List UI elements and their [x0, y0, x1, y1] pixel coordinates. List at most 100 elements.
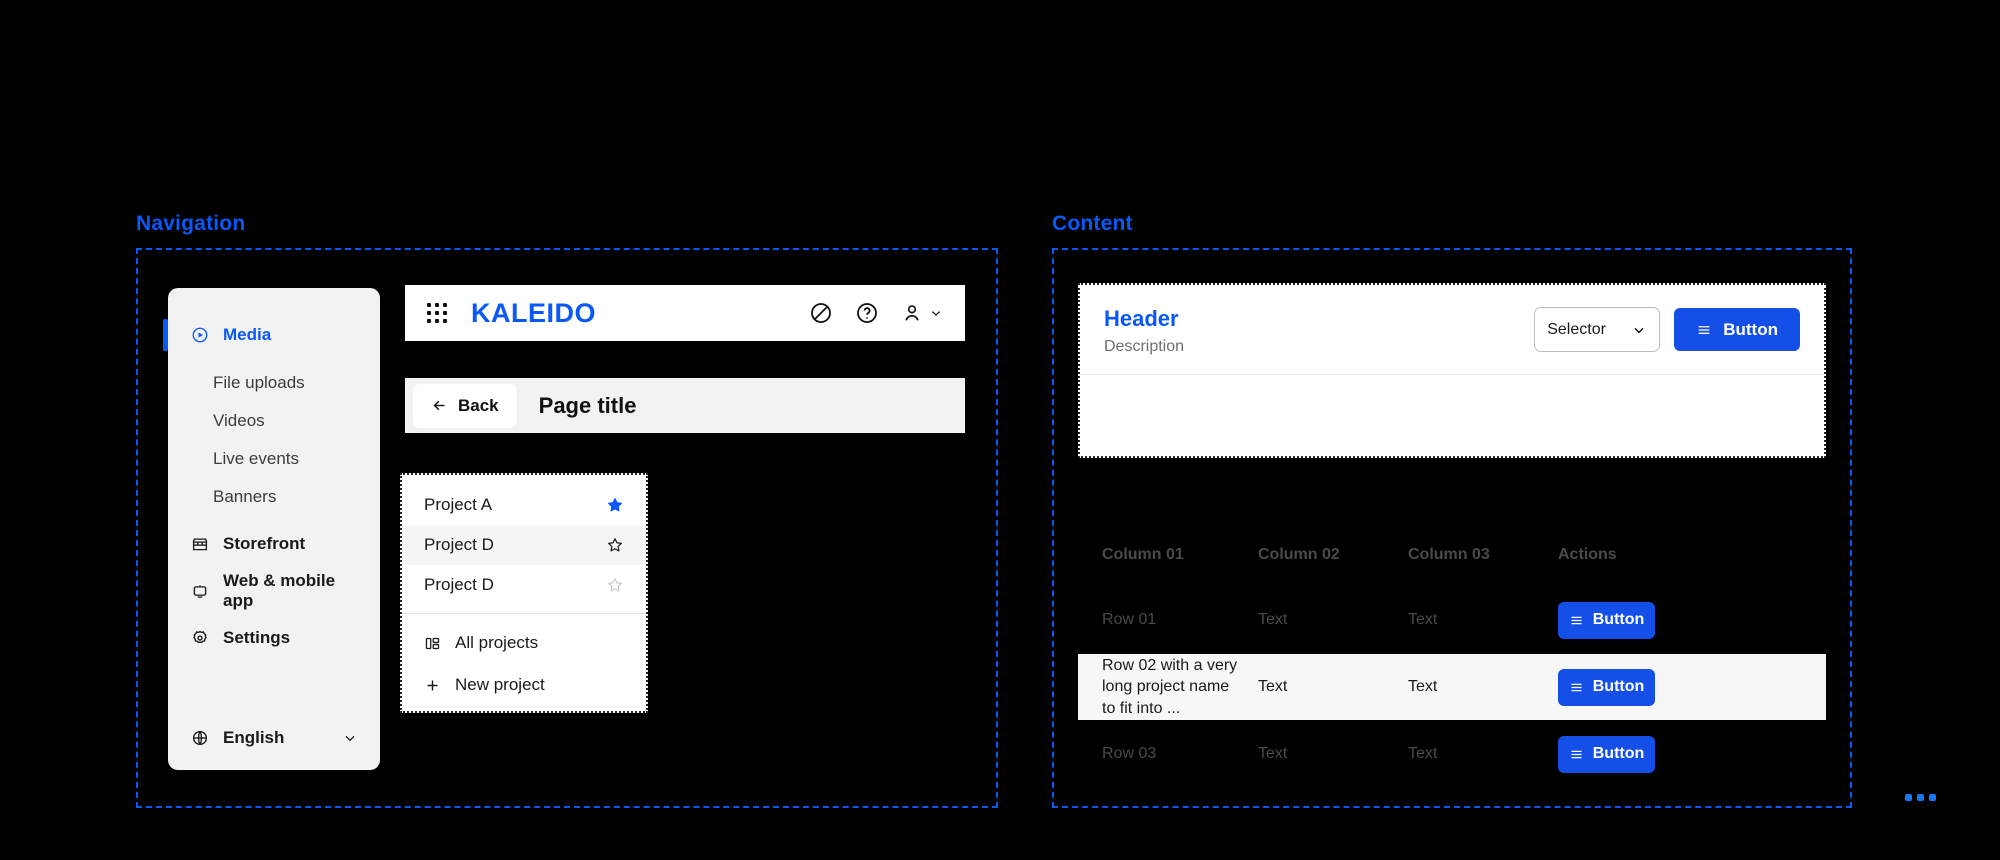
table-row[interactable]: Row 01 Text Text Button [1078, 592, 1826, 648]
arrow-left-icon [431, 397, 448, 414]
primary-button[interactable]: Button [1674, 308, 1800, 351]
row-action-button[interactable]: Button [1558, 601, 1655, 639]
sidebar-item-media[interactable]: Media [163, 316, 380, 354]
sidebar-item-settings[interactable]: Settings [168, 619, 380, 657]
sidebar-item-label: File uploads [213, 373, 305, 392]
row-action-button[interactable]: Button [1558, 735, 1655, 773]
primary-button-label: Button [1723, 319, 1778, 339]
card-body [1080, 375, 1824, 437]
row-action-button[interactable]: Button [1558, 668, 1655, 706]
card-description: Description [1104, 338, 1185, 356]
sidebar-item-label: Media [223, 325, 272, 344]
menu-lines-icon [1569, 680, 1584, 695]
language-selector[interactable]: English [168, 728, 380, 748]
no-entry-icon[interactable] [809, 301, 833, 325]
region-label-navigation: Navigation [136, 212, 246, 235]
page-title: Page title [538, 392, 637, 418]
dropdown-item-project[interactable]: Project D [402, 565, 646, 605]
sidebar-item-label: Banners [213, 487, 277, 506]
row-action-label: Button [1592, 678, 1645, 695]
user-menu[interactable] [901, 302, 943, 324]
cell-actions: Button [1558, 735, 1826, 773]
sidebar-item-storefront[interactable]: Storefront [168, 525, 380, 563]
menu-lines-icon [1569, 613, 1584, 628]
sidebar-item-label: Live events [213, 449, 299, 468]
card-title: Header [1104, 306, 1179, 331]
dropdown-item-new-project[interactable]: New project [402, 664, 646, 706]
more-dots-icon[interactable] [1905, 794, 1936, 801]
sidebar-item-label: Storefront [223, 534, 306, 553]
star-filled-icon[interactable] [606, 496, 624, 514]
chevron-down-icon [1631, 322, 1647, 338]
card-actions: Selector Button [1534, 307, 1800, 352]
card-header-row: Header Description Selector Button [1080, 285, 1824, 376]
region-box-content [1052, 248, 1852, 808]
column-header: Column 03 [1408, 546, 1490, 563]
star-muted-icon[interactable] [606, 576, 624, 594]
row-action-label: Button [1592, 611, 1645, 628]
cell-actions: Button [1558, 668, 1826, 706]
sidebar-item-banners[interactable]: Banners [168, 478, 380, 516]
active-indicator [163, 319, 168, 351]
content-header-card: Header Description Selector Button [1078, 283, 1826, 458]
dropdown-item-project[interactable]: Project A [402, 485, 646, 525]
sidebar: Media File uploads Videos Live events Ba… [163, 288, 380, 770]
region-label-content: Content [1052, 212, 1133, 235]
column-header: Column 02 [1258, 546, 1340, 563]
sidebar-item-file-uploads[interactable]: File uploads [168, 364, 380, 402]
selector-value: Selector [1547, 320, 1606, 338]
sidebar-item-videos[interactable]: Videos [168, 402, 380, 440]
project-label: Project A [424, 495, 493, 514]
sidebar-item-label: Settings [223, 628, 291, 647]
grid-apps-icon[interactable] [427, 303, 447, 323]
project-label: Project D [424, 535, 494, 554]
data-table: Column 01 Column 02 Column 03 Actions Ro… [1078, 540, 1826, 782]
row-action-label: Button [1592, 745, 1645, 762]
globe-icon [190, 728, 210, 748]
cell-column-01: Row 02 with a very long project name to … [1102, 657, 1238, 717]
cell-column-03: Text [1408, 745, 1438, 763]
topbar-actions [809, 301, 943, 325]
cell-column-02: Text [1258, 611, 1288, 629]
app-topbar: KALEIDO [405, 285, 965, 341]
user-icon [901, 302, 923, 324]
chevron-down-icon [342, 730, 358, 746]
sidebar-item-label: Videos [213, 411, 265, 430]
dropdown-action-label: All projects [455, 633, 539, 652]
sidebar-item-label: Web & mobile app [223, 571, 336, 610]
cell-column-01: Row 03 [1102, 745, 1157, 763]
project-dropdown-menu: Project A Project D Project D All projec… [400, 473, 648, 713]
plus-icon [424, 677, 441, 694]
column-header: Column 01 [1102, 546, 1184, 563]
language-label: English [223, 728, 285, 747]
gear-icon [190, 628, 210, 648]
store-icon [190, 534, 210, 554]
dropdown-item-project[interactable]: Project D [402, 525, 646, 565]
back-label: Back [458, 395, 499, 415]
table-row[interactable]: Row 03 Text Text Button [1078, 726, 1826, 782]
dropdown-divider [402, 613, 646, 614]
dropdown-item-all-projects[interactable]: All projects [402, 622, 646, 664]
menu-lines-icon [1696, 322, 1712, 338]
cell-actions: Button [1558, 601, 1826, 639]
layout-icon [424, 635, 441, 652]
sidebar-item-live-events[interactable]: Live events [168, 440, 380, 478]
cell-column-03: Text [1408, 678, 1438, 696]
cell-column-02: Text [1258, 745, 1288, 763]
card-header-texts: Header Description [1104, 306, 1185, 356]
cell-column-01: Row 01 [1102, 611, 1157, 629]
back-button[interactable]: Back [413, 383, 517, 428]
table-header-row: Column 01 Column 02 Column 03 Actions [1078, 540, 1826, 570]
page-title-bar: Back Page title [405, 378, 965, 433]
star-outline-icon[interactable] [606, 536, 624, 554]
selector-dropdown[interactable]: Selector [1534, 307, 1661, 352]
cell-column-02: Text [1258, 678, 1288, 696]
project-label: Project D [424, 575, 494, 594]
brand-logo[interactable]: KALEIDO [471, 297, 596, 328]
cell-column-03: Text [1408, 611, 1438, 629]
help-circle-icon[interactable] [855, 301, 879, 325]
table-row[interactable]: Row 02 with a very long project name to … [1078, 654, 1826, 720]
dropdown-action-label: New project [455, 675, 545, 694]
sidebar-item-web-mobile-app[interactable]: Web & mobile app [168, 571, 380, 610]
